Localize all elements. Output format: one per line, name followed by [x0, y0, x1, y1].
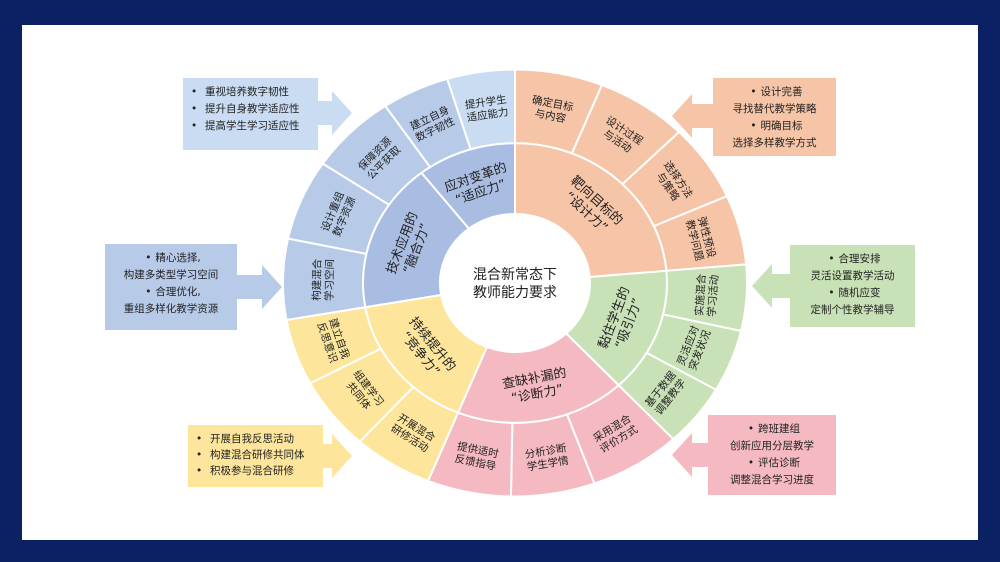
callout-head: 随机应变	[798, 285, 907, 302]
callout-attraction: 合理安排 灵活设置教学活动 随机应变 定制个性教学辅导	[790, 245, 915, 327]
callout-item: 提高学生学习适应性	[191, 118, 310, 135]
callout-competitiveness: 开展自我反思活动 构建混合研修共同体 积极参与混合研修	[188, 425, 323, 487]
callout-body: 灵活设置教学活动	[810, 270, 895, 282]
callout-adaptability: 重视培养数字韧性 提升自身教学适应性 提高学生学习适应性	[183, 78, 318, 150]
outer-sector-label: 提升学生适应能力	[464, 93, 509, 125]
callout-item: 构建混合研修共同体	[196, 447, 315, 463]
callout-item: 重视培养数字韧性	[191, 84, 310, 101]
outer-sector	[286, 162, 391, 256]
callout-item: 提升自身教学适应性	[191, 101, 310, 118]
center-title: 混合新常态下教师能力要求	[473, 267, 557, 301]
callout-design: 设计完善 寻找替代教学策略 明确目标 选择多样教学方式	[713, 78, 836, 156]
outer-sector	[383, 77, 472, 169]
callout-item: 开展自我反思活动	[196, 431, 315, 447]
center-circle	[440, 214, 590, 352]
callout-head: 合理优化,	[113, 284, 229, 301]
callout-head: 评估诊断	[716, 455, 828, 472]
callout-body: 重组多样化教学资源	[123, 303, 219, 315]
callout-body: 调整混合学习进度	[730, 474, 814, 486]
outer-sector	[282, 237, 368, 322]
callout-integration: 精心选择, 构建多类型学习空间 合理优化, 重组多样化教学资源	[105, 244, 237, 330]
outer-sector-label: 构建混合学习空间	[310, 258, 336, 301]
outer-sector	[285, 306, 383, 385]
callout-head: 明确目标	[721, 118, 828, 135]
callout-body: 定制个性教学辅导	[810, 304, 895, 316]
callout-head: 跨班建组	[716, 421, 828, 438]
callout-body: 选择多样教学方式	[732, 137, 817, 149]
callout-body: 寻找替代教学策略	[732, 103, 817, 115]
callout-head: 合理安排	[798, 251, 907, 268]
callout-item: 积极参与混合研修	[196, 463, 315, 479]
callout-body: 构建多类型学习空间	[123, 269, 219, 281]
callout-body: 创新应用分层教学	[730, 440, 814, 452]
callout-head: 精心选择,	[113, 250, 229, 267]
arrow-right-icon	[225, 265, 282, 309]
callout-diagnosis: 跨班建组 创新应用分层教学 评估诊断 调整混合学习进度	[708, 415, 836, 495]
callout-head: 设计完善	[721, 84, 828, 101]
outer-sector-label: 实施混合学习活动	[692, 273, 721, 317]
